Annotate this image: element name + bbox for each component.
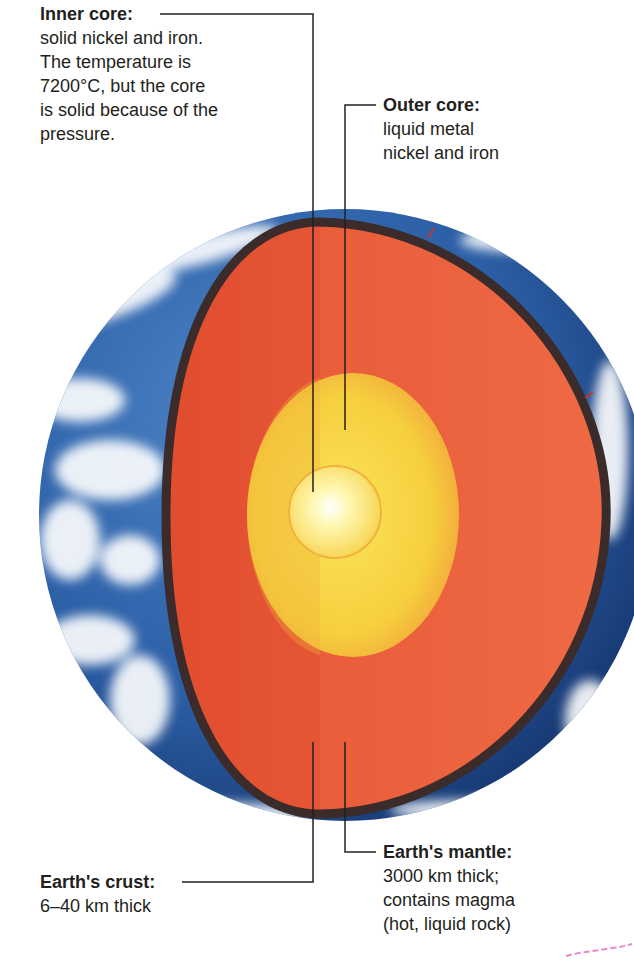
label-body: liquid metal nickel and iron (383, 117, 523, 165)
leader-line (182, 742, 313, 882)
crust-mark (428, 228, 593, 398)
leader-line (345, 742, 376, 852)
label-body: solid nickel and iron. The temperature i… (40, 26, 220, 146)
leader-line (345, 105, 376, 430)
label-body: 6–40 km thick (40, 894, 240, 918)
mantle-cutaway (166, 222, 606, 814)
label-heading: Outer core: (383, 93, 480, 117)
label-heading: Earth's crust: (40, 870, 155, 894)
globe (39, 209, 634, 821)
label-body: 3000 km thick; contains magma (hot, liqu… (383, 864, 545, 936)
pen-mark (566, 944, 632, 956)
label-heading: Inner core: (40, 2, 133, 26)
outer-core (247, 373, 459, 657)
inner-core (289, 466, 381, 558)
clouds (35, 216, 628, 827)
label-heading: Earth's mantle: (383, 840, 512, 864)
